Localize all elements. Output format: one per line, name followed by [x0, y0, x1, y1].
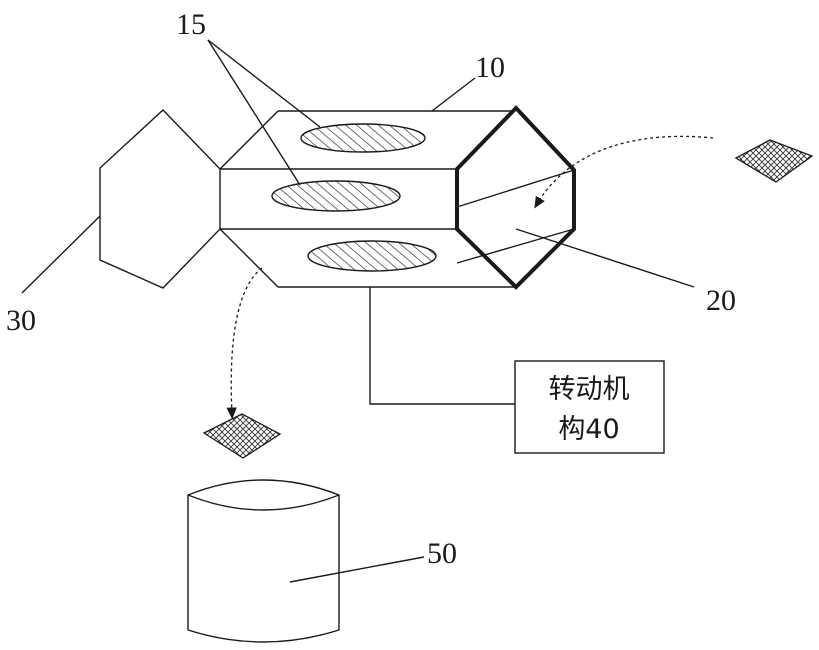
outgoing-mesh-piece	[204, 414, 280, 458]
label-50: 50	[427, 537, 457, 570]
leader-15-b	[208, 40, 300, 185]
label-20: 20	[706, 284, 736, 317]
hatched-ellipse-middle	[272, 181, 400, 211]
hatched-ellipse-top	[301, 124, 425, 152]
container-rim	[188, 495, 339, 510]
mechanism-connector	[370, 287, 515, 404]
outgoing-dashed-arrow	[231, 268, 262, 414]
label-15: 15	[176, 8, 206, 41]
hatched-ellipse-bottom	[308, 241, 436, 271]
label-30: 30	[6, 304, 36, 337]
leader-30	[22, 216, 100, 293]
left-end-hexagon	[100, 110, 220, 288]
incoming-mesh-piece	[736, 140, 812, 182]
incoming-dashed-arrow	[537, 136, 713, 204]
mechanism-label-line2: 构40	[558, 414, 619, 445]
container-body	[188, 480, 339, 642]
leader-50	[290, 557, 424, 582]
label-10: 10	[475, 51, 505, 84]
leader-10	[432, 78, 475, 111]
leader-15-a	[208, 40, 320, 127]
hexagon-inner-line-top	[457, 170, 574, 207]
right-end-hexagon	[457, 108, 574, 287]
mechanism-label-line1: 转动机	[549, 374, 630, 405]
